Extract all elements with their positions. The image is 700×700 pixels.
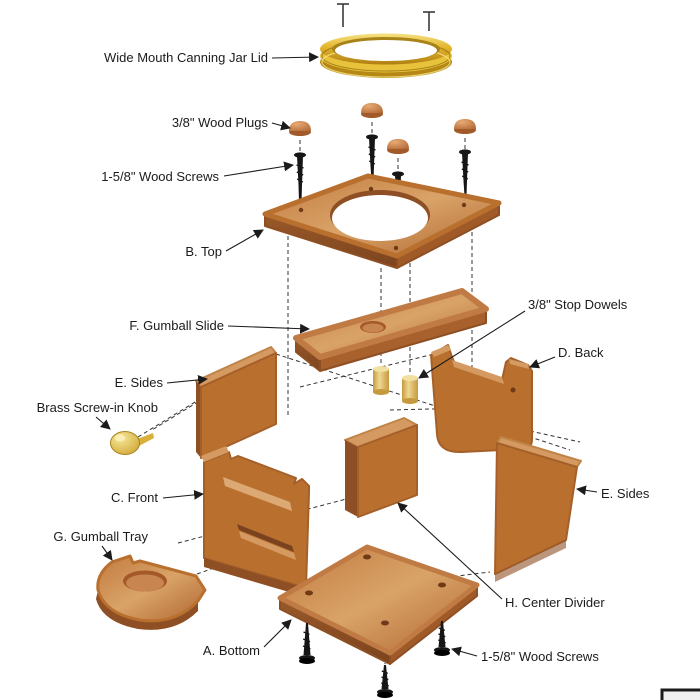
label-gumball-tray: G. Gumball Tray (53, 529, 148, 561)
corner-box (660, 688, 700, 700)
label-jar-lid: Wide Mouth Canning Jar Lid (104, 50, 319, 65)
lid-screw-pins (337, 3, 435, 31)
wood-screw (434, 621, 450, 656)
label-back-text: D. Back (558, 345, 604, 360)
label-back: D. Back (529, 345, 604, 369)
label-center-divider: H. Center Divider (397, 502, 605, 610)
label-sides-left-text: E. Sides (115, 375, 164, 390)
label-top: B. Top (185, 229, 264, 259)
part-side-right (494, 436, 582, 582)
part-center-divider (344, 417, 418, 518)
wood-plug (361, 103, 383, 118)
label-front: C. Front (111, 489, 204, 505)
label-wood-screws-bottom-text: 1-5/8" Wood Screws (481, 649, 599, 664)
label-sides-right: E. Sides (576, 485, 650, 501)
label-sides-left: E. Sides (115, 374, 208, 390)
label-top-text: B. Top (185, 244, 222, 259)
label-wood-plugs-text: 3/8" Wood Plugs (172, 115, 269, 130)
part-gumball-tray (96, 554, 207, 630)
label-stop-dowels: 3/8" Stop Dowels (418, 297, 628, 379)
part-front (201, 446, 310, 597)
label-stop-dowels-text: 3/8" Stop Dowels (528, 297, 628, 312)
label-front-text: C. Front (111, 490, 158, 505)
part-bottom-board (277, 544, 480, 665)
wood-plug (387, 139, 409, 154)
part-gumball-slide (293, 288, 489, 372)
part-top-board (262, 173, 502, 269)
label-bottom: A. Bottom (203, 619, 292, 658)
label-wood-screws-bottom: 1-5/8" Wood Screws (451, 646, 599, 664)
label-sides-right-text: E. Sides (601, 486, 650, 501)
canning-jar-lid-graphic (320, 33, 452, 78)
stop-dowels (373, 366, 418, 404)
brass-knob (110, 431, 154, 455)
label-bottom-text: A. Bottom (203, 643, 260, 658)
wood-plug (289, 121, 311, 136)
wood-screw (377, 665, 393, 698)
stop-dowel (402, 375, 418, 404)
label-jar-lid-text: Wide Mouth Canning Jar Lid (104, 50, 268, 65)
label-gumball-tray-text: G. Gumball Tray (53, 529, 148, 544)
bottom-wood-screws (299, 621, 450, 698)
label-wood-plugs: 3/8" Wood Plugs (172, 115, 291, 131)
label-center-divider-text: H. Center Divider (505, 595, 605, 610)
stop-dowel (373, 366, 389, 395)
wood-screw (299, 623, 315, 664)
label-knob-text: Brass Screw-in Knob (37, 400, 158, 415)
label-gumball-slide-text: F. Gumball Slide (129, 318, 224, 333)
label-knob: Brass Screw-in Knob (37, 400, 158, 430)
wood-screw (459, 149, 471, 199)
wood-screw (294, 152, 306, 205)
label-wood-screws-top-text: 1-5/8" Wood Screws (101, 169, 219, 184)
label-gumball-slide: F. Gumball Slide (129, 318, 310, 334)
label-wood-screws-top: 1-5/8" Wood Screws (101, 161, 294, 184)
wood-screw (366, 134, 378, 185)
wood-plug (454, 119, 476, 134)
labels: Wide Mouth Canning Jar Lid 3/8" Wood Plu… (37, 50, 650, 664)
part-side-left (195, 346, 277, 459)
